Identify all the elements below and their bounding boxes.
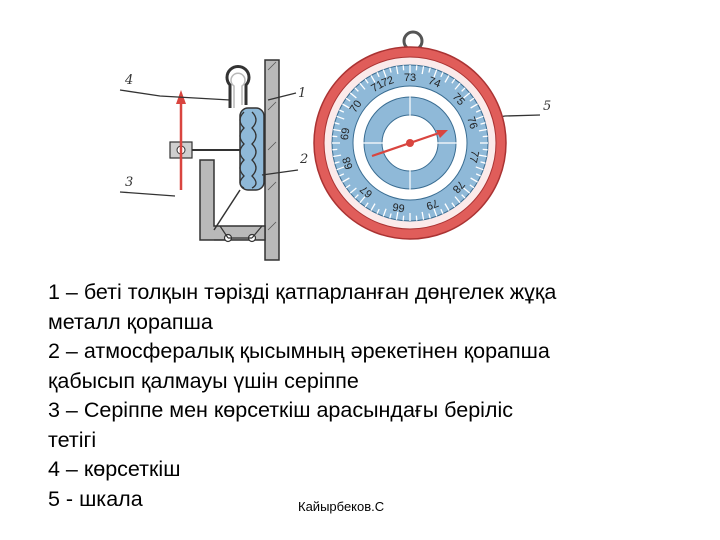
callout-5: 5	[543, 99, 551, 114]
scale-tick	[334, 161, 340, 164]
scale-tick	[349, 92, 357, 99]
scale-tick	[480, 122, 486, 125]
scale-number: 74	[426, 75, 442, 91]
barometer-mechanism	[169, 59, 280, 261]
pointer-arrow	[176, 90, 186, 190]
scale-tick	[382, 208, 387, 217]
scale-number: 71	[369, 78, 386, 95]
scale-tick	[461, 87, 466, 92]
scale-number: 70	[348, 98, 365, 115]
scale-tick	[395, 66, 399, 75]
scale-tick	[336, 115, 345, 120]
legend-line-2: металл қорапша	[48, 309, 213, 334]
scale-number: 66	[392, 200, 406, 214]
scale-tick	[354, 194, 359, 199]
scale-tick	[475, 109, 481, 113]
spring	[225, 65, 251, 108]
scale-number: 72	[380, 74, 396, 89]
dial-pointer	[371, 130, 448, 158]
scale-tick	[421, 211, 425, 220]
scale-tick	[342, 177, 350, 183]
legend: 1 – беті толқын тәрізді қатпарланған дөң…	[48, 278, 720, 514]
scale-tick	[345, 97, 351, 102]
scale-tick	[469, 97, 475, 102]
scale-tick	[376, 72, 380, 78]
scale-number: 69	[339, 127, 353, 141]
scale-tick	[433, 69, 438, 78]
scale-tick	[376, 208, 380, 214]
legend-line-5: 3 – Серіппе мен көрсеткіш арасындағы бер…	[48, 398, 514, 422]
scale-tick	[463, 92, 471, 99]
scale-ticks	[332, 65, 488, 221]
scale-tick	[395, 211, 399, 220]
scale-number: 79	[424, 196, 440, 211]
scale-tick	[433, 208, 438, 217]
scale-tick	[389, 213, 392, 219]
scale-tick	[333, 128, 342, 132]
scale-tick	[364, 202, 369, 208]
callout-3: 3	[125, 175, 133, 190]
callout-4: 4	[124, 73, 133, 88]
corrugated-box	[239, 107, 265, 191]
scale-tick	[336, 166, 345, 171]
legend-line-1: 1 – беті толқын тәрізді қатпарланған дөң…	[48, 280, 557, 304]
legend-line-6: тетігі	[48, 427, 97, 452]
scale-tick	[428, 213, 431, 219]
scale-tick	[454, 196, 461, 204]
scale-tick	[480, 161, 486, 164]
scale-tick	[440, 208, 444, 214]
scale-tick	[333, 154, 342, 158]
scale-tick	[451, 202, 456, 208]
scale-tick	[370, 75, 376, 83]
scale-tick	[451, 78, 456, 84]
scale-tick	[354, 87, 359, 92]
scale-number: 76	[464, 115, 479, 130]
callout-2: 2	[299, 152, 308, 167]
scale-tick	[334, 122, 340, 125]
scale-tick	[370, 203, 376, 211]
legend-line-8: 5 - шкала	[48, 486, 143, 511]
scale-tick	[469, 184, 475, 189]
scale-tick	[342, 103, 350, 109]
scale-tick	[444, 75, 450, 83]
scale-tick	[463, 187, 471, 194]
scale-number: 73	[404, 72, 416, 84]
scale-tick	[440, 72, 444, 78]
scale-tick	[364, 78, 369, 84]
scale-tick	[475, 173, 481, 177]
legend-line-4: қабысып қалмауы үшін серіппе	[48, 368, 359, 393]
scale-tick	[478, 128, 487, 132]
callout-1: 1	[298, 86, 306, 101]
legend-line-7: 4 – көрсеткіш	[48, 457, 181, 481]
author-credit: Кайырбеков.С	[298, 499, 385, 514]
scale-tick	[421, 66, 425, 75]
scale-tick	[478, 154, 487, 158]
scale-tick	[454, 82, 461, 90]
legend-line-3: 2 – атмосфералық қысымның әрекетінен қор…	[48, 339, 550, 363]
scale-tick	[461, 194, 466, 199]
scale-tick	[339, 173, 345, 177]
scale-number: 68	[341, 155, 356, 170]
scale-tick	[470, 177, 478, 183]
scale-tick	[470, 103, 478, 109]
scale-tick	[359, 196, 366, 204]
scale-tick	[475, 115, 484, 120]
scale-tick	[359, 82, 366, 90]
scale-tick	[345, 184, 351, 189]
scale-tick	[389, 67, 392, 73]
scale-tick	[428, 67, 431, 73]
scale-tick	[349, 187, 357, 194]
scale-tick	[475, 166, 484, 171]
scale-tick	[382, 69, 387, 78]
scale-tick	[339, 109, 345, 113]
scale-tick	[444, 203, 450, 211]
scale-number: 77	[466, 149, 480, 163]
